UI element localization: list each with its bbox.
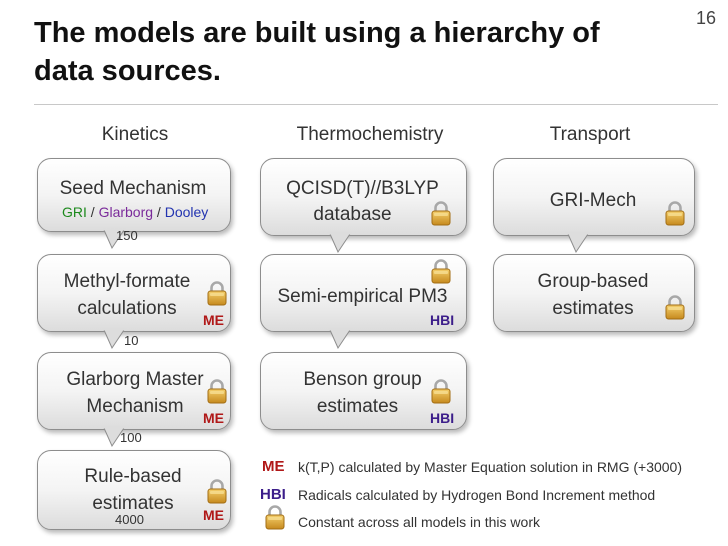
padlock-icon [430, 378, 452, 404]
legend-hbi-tag: HBI [260, 486, 286, 503]
seed-mechanism-box [37, 158, 231, 232]
column-header-kinetics: Kinetics [101, 124, 169, 145]
padlock-icon [430, 200, 452, 226]
methyl-formate-box [37, 254, 231, 332]
benson-line2: estimates [316, 396, 399, 417]
padlock-icon [206, 280, 228, 306]
rule-based-line1: Rule-based [84, 466, 182, 487]
semi-empirical-box [260, 254, 467, 332]
glarborg-master-box [37, 352, 231, 430]
semi-empirical-line1: Semi-empirical PM3 [277, 286, 448, 307]
count-glarborg-to-rule: 100 [120, 430, 142, 445]
qcisd-line1: QCISD(T)//B3LYP [286, 178, 439, 199]
seed-source-3: / [153, 204, 165, 220]
legend-hbi-text: Radicals calculated by Hydrogen Bond Inc… [298, 487, 656, 503]
column-header-thermochemistry: Thermochemistry [296, 124, 444, 145]
hbi-tag: HBI [430, 410, 455, 426]
rule-based-count: 4000 [115, 512, 144, 527]
group-based-line2: estimates [552, 298, 634, 319]
gri-mech-line1: GRI-Mech [549, 190, 637, 211]
seed-source-0: GRI [62, 204, 87, 220]
rule-based-line2: estimates [92, 493, 174, 514]
rule-based-box [37, 450, 231, 530]
padlock-icon [206, 378, 228, 404]
legend-me-text: k(T,P) calculated by Master Equation sol… [298, 459, 683, 475]
padlock-icon [206, 478, 228, 504]
group-based-box [493, 254, 695, 332]
legend-lock-text: Constant across all models in this work [298, 514, 540, 530]
count-methyl-to-glarborg: 10 [124, 333, 139, 348]
legend-me-tag: ME [262, 458, 285, 475]
benson-line1: Benson group [303, 369, 422, 390]
title-divider [34, 104, 718, 105]
padlock-icon [264, 504, 286, 530]
seed-source-2: Glarborg [98, 204, 154, 220]
gri-mech-box [493, 158, 695, 236]
seed-mechanism-title: Seed Mechanism [59, 178, 207, 199]
me-tag: ME [203, 507, 224, 523]
padlock-icon [430, 258, 452, 284]
methyl-formate-line2: calculations [77, 298, 177, 319]
qcisd-line2: database [313, 204, 392, 225]
seed-source-4: Dooley [164, 204, 209, 220]
me-tag: ME [203, 312, 224, 328]
group-based-line1: Group-based [537, 271, 649, 292]
glarborg-master-line2: Mechanism [86, 396, 184, 417]
methyl-formate-line1: Methyl-formate [63, 271, 191, 292]
me-tag: ME [203, 410, 224, 426]
padlock-icon [664, 200, 686, 226]
seed-mechanism-sources: GRI / Glarborg / Dooley [62, 204, 208, 220]
count-seed-to-methyl: 150 [116, 228, 138, 243]
glarborg-master-line1: Glarborg Master [66, 369, 204, 390]
slide-title: The models are built using a hierarchy o… [34, 17, 600, 87]
padlock-icon [664, 294, 686, 320]
seed-source-1: / [86, 204, 99, 220]
column-header-transport: Transport [549, 124, 631, 145]
hbi-tag: HBI [430, 312, 455, 328]
slide-number: 16 [695, 8, 716, 28]
